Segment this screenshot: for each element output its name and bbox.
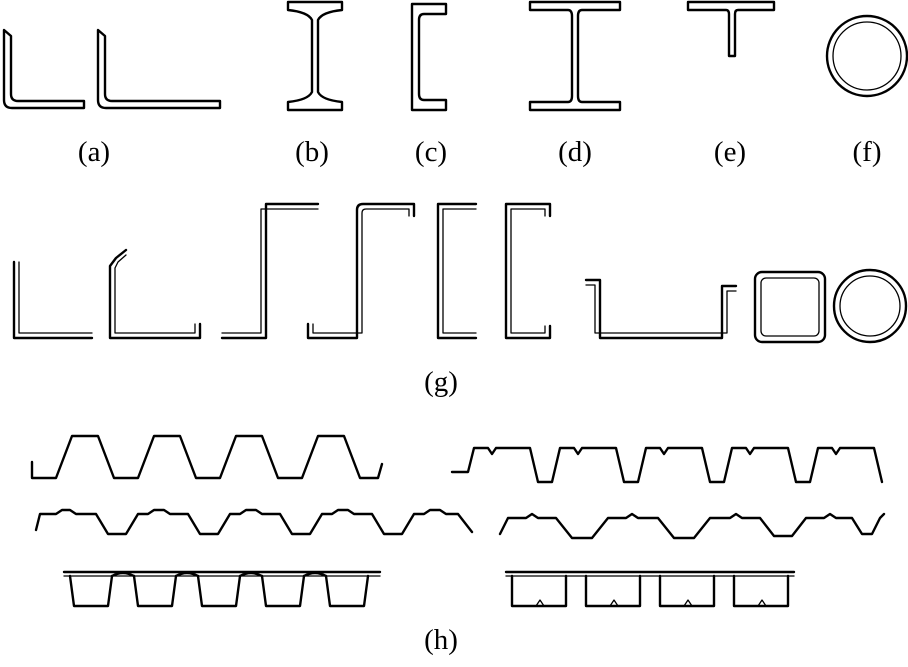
label-c: (c) bbox=[414, 136, 448, 168]
cold-formed-z-section bbox=[220, 202, 320, 340]
cold-formed-lipped-angle bbox=[108, 248, 202, 340]
label-g: (g) bbox=[424, 366, 458, 398]
profiled-deck-dovetail bbox=[62, 570, 382, 608]
label-h: (h) bbox=[424, 624, 458, 656]
i-beam-section-b bbox=[286, 0, 344, 112]
angle-section-2 bbox=[96, 28, 222, 110]
cold-formed-channel bbox=[436, 202, 478, 340]
profiled-deck-cellular bbox=[504, 570, 796, 608]
angle-section-1 bbox=[2, 28, 86, 110]
channel-section-c bbox=[410, 2, 448, 112]
label-d: (d) bbox=[558, 136, 592, 168]
label-a: (a) bbox=[77, 136, 111, 168]
profiled-deck-low-trapezoidal bbox=[34, 508, 474, 536]
cold-formed-lipped-z-section bbox=[306, 202, 416, 340]
circular-tube-section-f bbox=[825, 14, 908, 98]
profiled-deck-wide-pan bbox=[498, 512, 886, 540]
label-f: (f) bbox=[852, 136, 882, 168]
cold-formed-round-tube bbox=[832, 268, 908, 344]
label-b: (b) bbox=[295, 136, 329, 168]
t-section-e bbox=[686, 0, 776, 58]
profiled-deck-trapezoidal bbox=[30, 434, 384, 480]
profiled-deck-ribbed bbox=[450, 446, 884, 484]
cold-formed-angle bbox=[12, 260, 94, 340]
cold-formed-hat-section bbox=[584, 278, 738, 340]
cold-formed-lipped-channel bbox=[504, 202, 552, 340]
label-e: (e) bbox=[713, 136, 747, 168]
cold-formed-square-tube bbox=[753, 270, 827, 344]
wide-flange-section-d bbox=[528, 0, 622, 112]
